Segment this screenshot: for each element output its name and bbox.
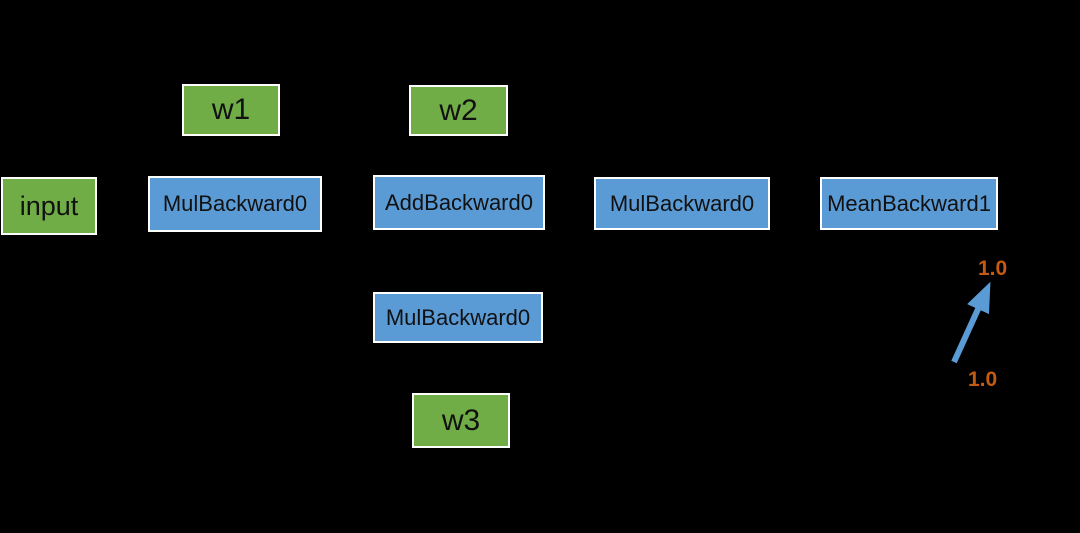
node-w2-label: w2 [439,93,478,127]
node-w2: w2 [409,85,508,136]
node-mul-backward-3-label: MulBackward0 [385,304,531,330]
node-mul-backward-3: MulBackward0 [373,292,543,343]
node-add-backward-label: AddBackward0 [385,189,533,215]
gradient-value-bottom: 1.0 [968,368,998,391]
node-input-label: input [19,190,79,221]
node-w3: w3 [412,393,510,448]
node-w1-label: w1 [211,93,251,126]
node-mul-backward-1: MulBackward0 [148,176,322,232]
gradient-value-top: 1.0 [978,257,1008,280]
node-input: input [1,177,97,235]
node-mul-backward-1-label: MulBackward0 [162,191,308,216]
node-mul-backward-2: MulBackward0 [594,177,770,230]
node-w1: w1 [182,84,280,136]
node-mul-backward-2-label: MulBackward0 [609,190,755,216]
node-mean-backward: MeanBackward1 [820,177,998,230]
node-mean-backward-label: MeanBackward1 [827,190,991,216]
node-w3-label: w3 [441,403,481,437]
node-add-backward: AddBackward0 [373,175,545,230]
